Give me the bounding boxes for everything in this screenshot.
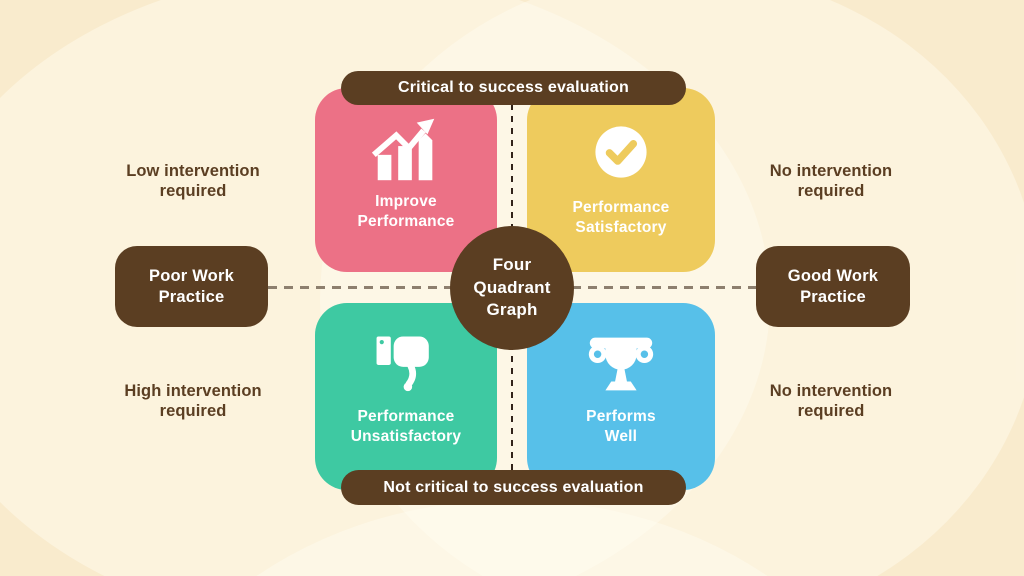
trophy-icon xyxy=(582,321,660,407)
quadrant-label-line: Performance xyxy=(357,212,455,230)
side-label-line: required xyxy=(797,402,865,421)
quadrant-label-line: Improve xyxy=(375,193,437,210)
right-axis-pill-line: Practice xyxy=(800,287,866,306)
side-label-line: required xyxy=(797,182,865,201)
quadrant-improve-performance: Improve Performance xyxy=(315,88,497,272)
top-axis-banner-text: Critical to success evaluation xyxy=(398,79,629,96)
bottom-axis-banner-text: Not critical to success evaluation xyxy=(383,478,644,496)
side-label-line: required xyxy=(159,402,227,421)
quadrant-label: Performs Well xyxy=(586,407,656,447)
label-no-intervention-top: No intervention required xyxy=(726,161,936,201)
quadrant-performs-well: Performs Well xyxy=(527,303,715,490)
center-title-line: Graph xyxy=(486,300,538,320)
quadrant-label-line: Well xyxy=(604,427,638,445)
side-label-line: required xyxy=(159,182,227,201)
quadrant-label-line: Performs xyxy=(586,408,656,425)
left-axis-pill-line: Poor Work xyxy=(149,266,234,285)
center-title-circle: Four Quadrant Graph xyxy=(450,226,574,350)
quadrant-label-line: Performance xyxy=(572,199,670,216)
thumbs-down-icon xyxy=(368,321,444,407)
quadrant-performance-satisfactory: Performance Satisfactory xyxy=(527,88,715,272)
quadrant-label-line: Satisfactory xyxy=(575,218,667,236)
label-no-intervention-bottom: No intervention required xyxy=(726,381,936,421)
center-title-line: Quadrant xyxy=(473,277,551,297)
label-low-intervention: Low intervention required xyxy=(88,161,298,201)
left-axis-pill: Poor Work Practice xyxy=(115,246,268,327)
label-high-intervention: High intervention required xyxy=(88,381,298,421)
quadrant-label: Performance Unsatisfactory xyxy=(351,407,461,447)
left-axis-pill-line: Practice xyxy=(158,287,225,306)
side-label-line: High intervention xyxy=(124,382,262,400)
quadrant-label-line: Unsatisfactory xyxy=(350,427,462,445)
quadrant-performance-unsatisfactory: Performance Unsatisfactory xyxy=(315,303,497,490)
right-axis-pill-line: Good Work xyxy=(787,266,879,285)
side-label-line: No intervention xyxy=(769,162,893,180)
side-label-line: No intervention xyxy=(769,382,893,400)
check-circle-icon xyxy=(588,106,654,198)
center-title-line: Four xyxy=(492,255,532,275)
bottom-axis-banner: Not critical to success evaluation xyxy=(341,470,686,505)
right-axis-pill: Good Work Practice xyxy=(756,246,910,327)
bar-chart-rising-icon xyxy=(367,106,445,192)
quadrant-label-line: Performance xyxy=(357,408,455,425)
quadrant-label: Improve Performance xyxy=(358,192,455,232)
top-axis-banner: Critical to success evaluation xyxy=(341,71,686,105)
quadrant-label: Performance Satisfactory xyxy=(573,198,670,238)
side-label-line: Low intervention xyxy=(126,162,260,180)
